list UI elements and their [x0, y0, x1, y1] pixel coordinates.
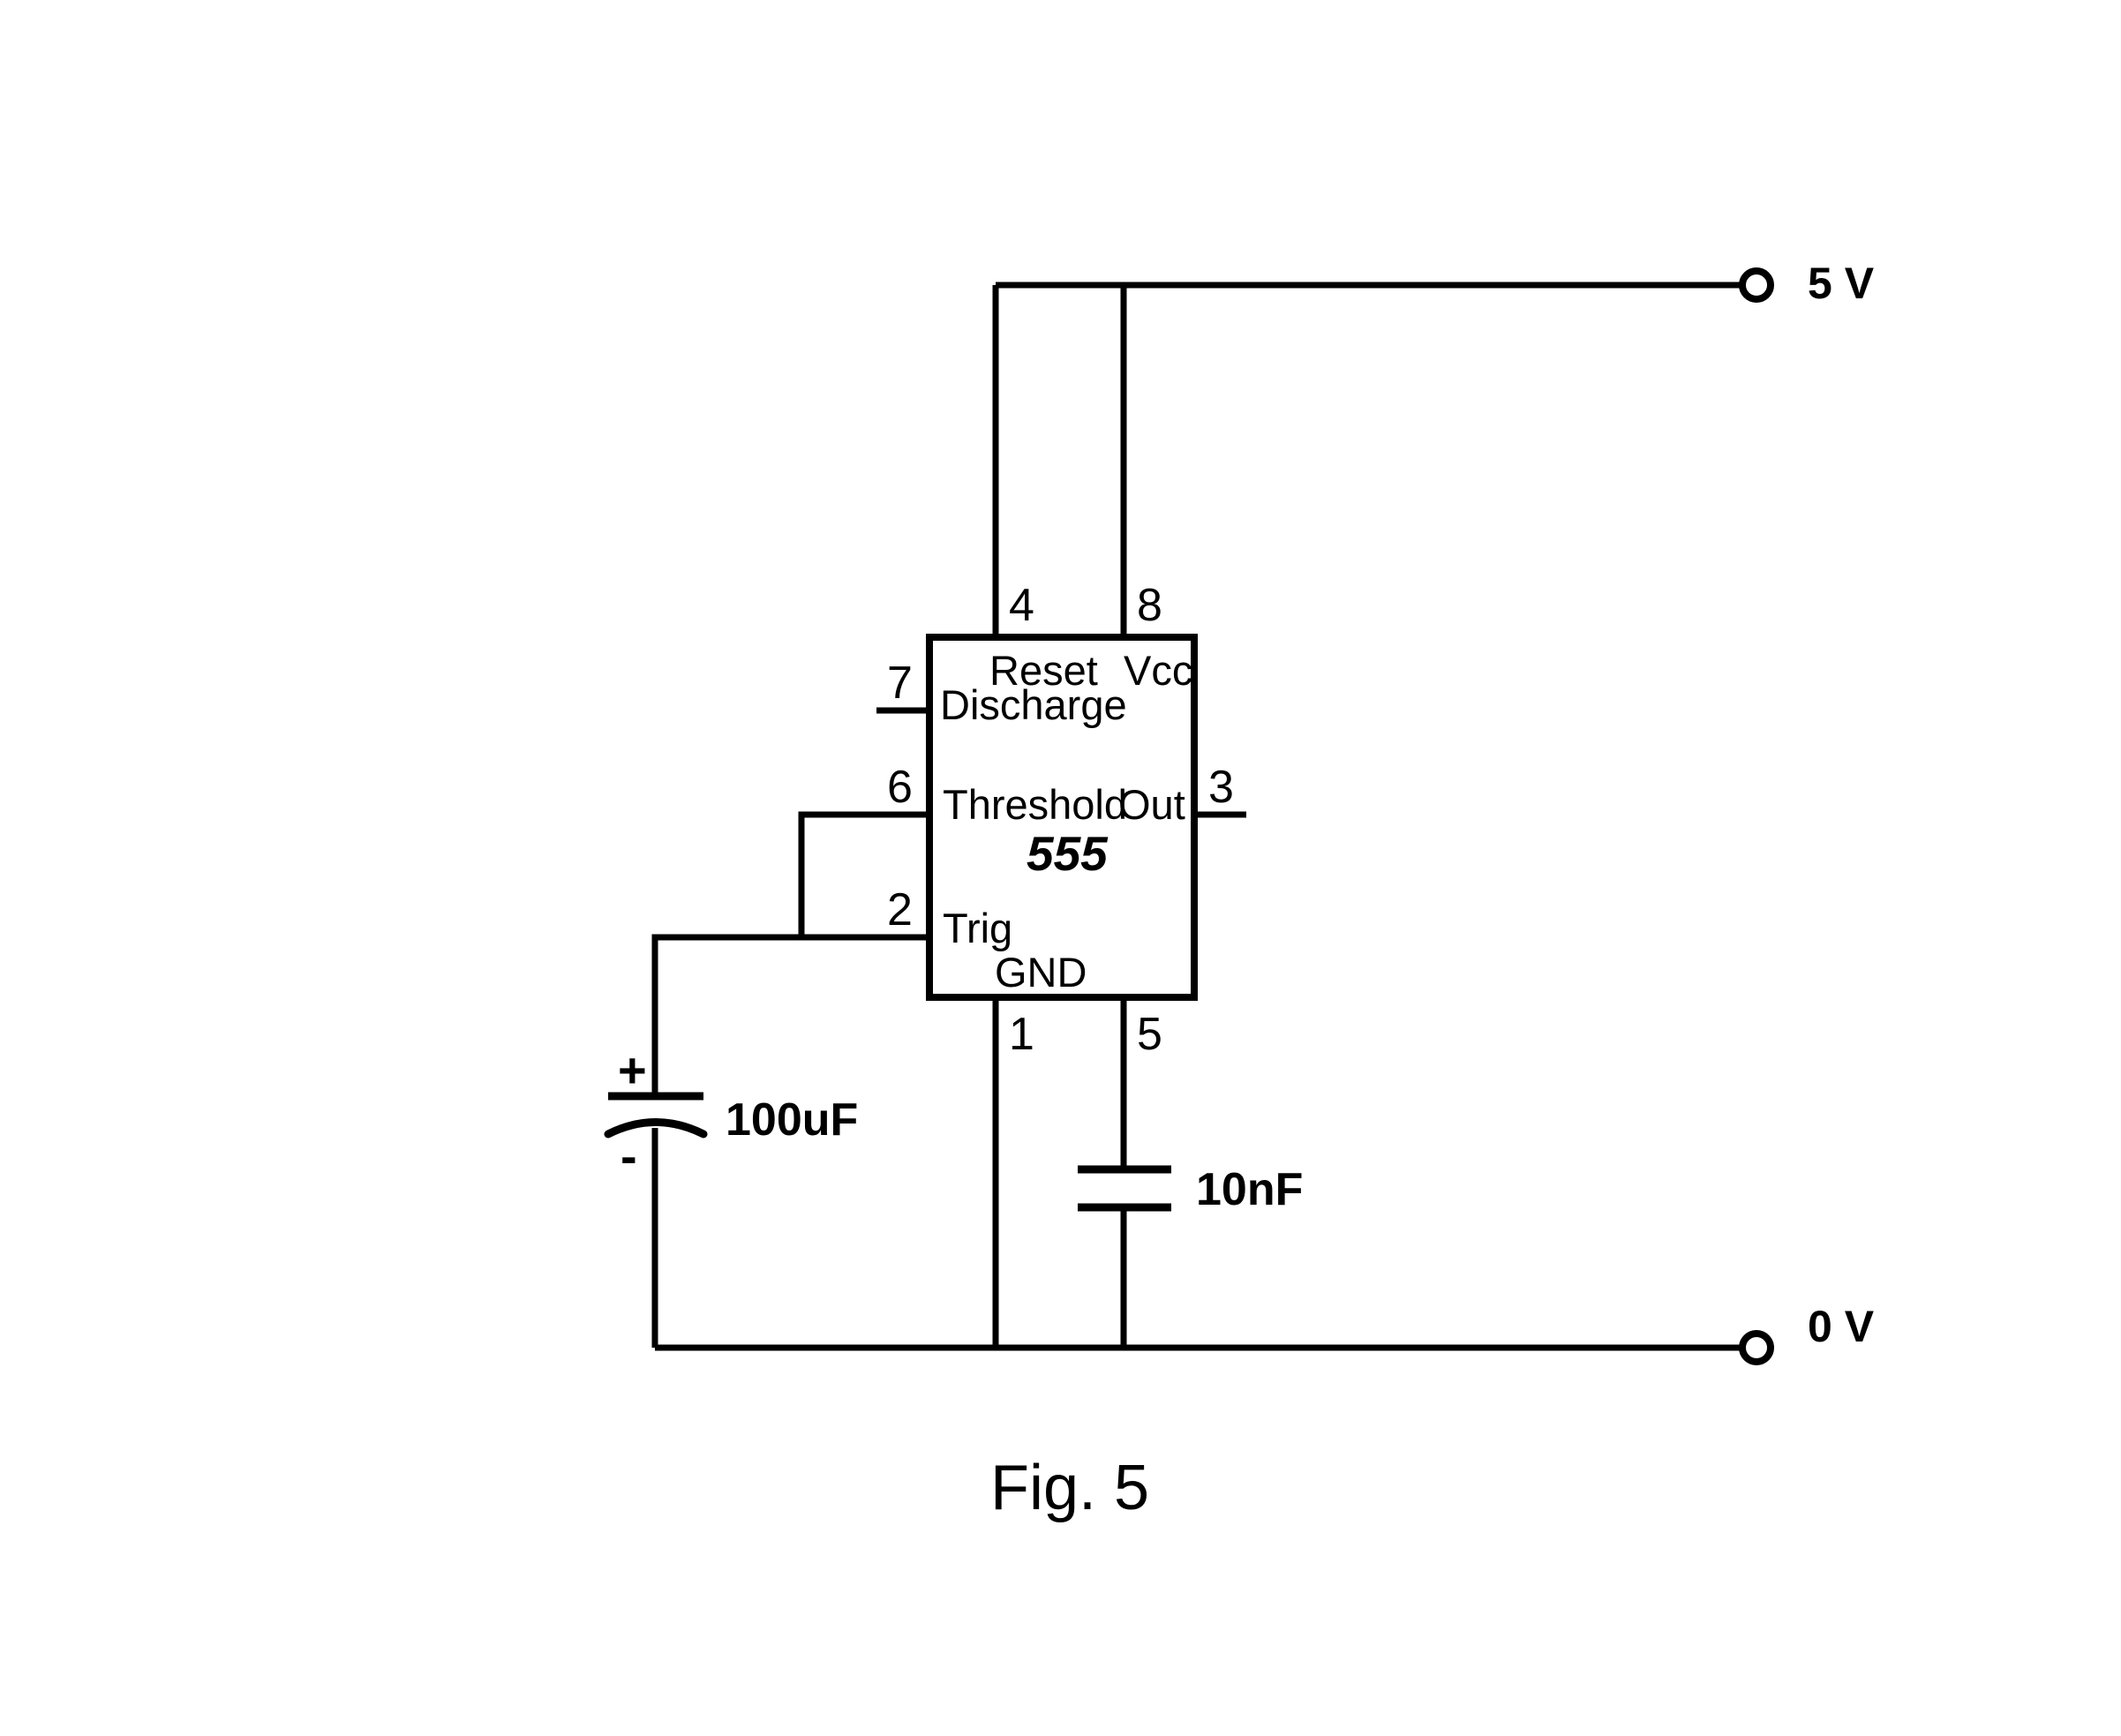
- figure-caption: Fig. 5: [990, 1453, 1150, 1523]
- supply-terminal-icon: [1739, 267, 1774, 303]
- ground-terminal-icon: [1739, 1330, 1774, 1365]
- c2-value-label: 10nF: [1196, 1164, 1304, 1215]
- supply-rail-label: 5 V: [1808, 259, 1875, 308]
- pin-label-threshold: Threshold: [943, 781, 1127, 828]
- pin-number-5: 5: [1137, 1009, 1162, 1060]
- ic-555-body: [926, 634, 1198, 1001]
- pin-label-gnd: GND: [995, 949, 1087, 996]
- pin-number-6: 6: [887, 762, 913, 813]
- pin-label-discharge: Discharge: [940, 681, 1127, 728]
- c1-minus-sign: -: [621, 1128, 637, 1184]
- pin2-trigger-wire: [651, 934, 929, 1096]
- pin-label-vcc: Vcc: [1124, 647, 1193, 694]
- ground-rail-label: 0 V: [1808, 1302, 1875, 1351]
- pin-number-2: 2: [887, 884, 913, 936]
- pin-number-4: 4: [1009, 580, 1034, 631]
- pin-number-8: 8: [1137, 580, 1162, 631]
- pin-label-reset: Reset: [989, 647, 1098, 694]
- pin-number-1: 1: [1009, 1009, 1034, 1060]
- pin-number-3: 3: [1208, 762, 1234, 813]
- c1-negative-plate: [604, 1118, 708, 1139]
- pin-label-trig: Trig: [943, 905, 1013, 951]
- pin6-threshold-wire: [798, 811, 929, 937]
- ic-part-number-label: 555: [1027, 826, 1108, 881]
- c1-value-label: 100uF: [726, 1094, 859, 1146]
- pin-number-7: 7: [887, 658, 913, 709]
- pin-label-out: Out: [1118, 781, 1185, 828]
- c1-plus-sign: +: [618, 1042, 647, 1098]
